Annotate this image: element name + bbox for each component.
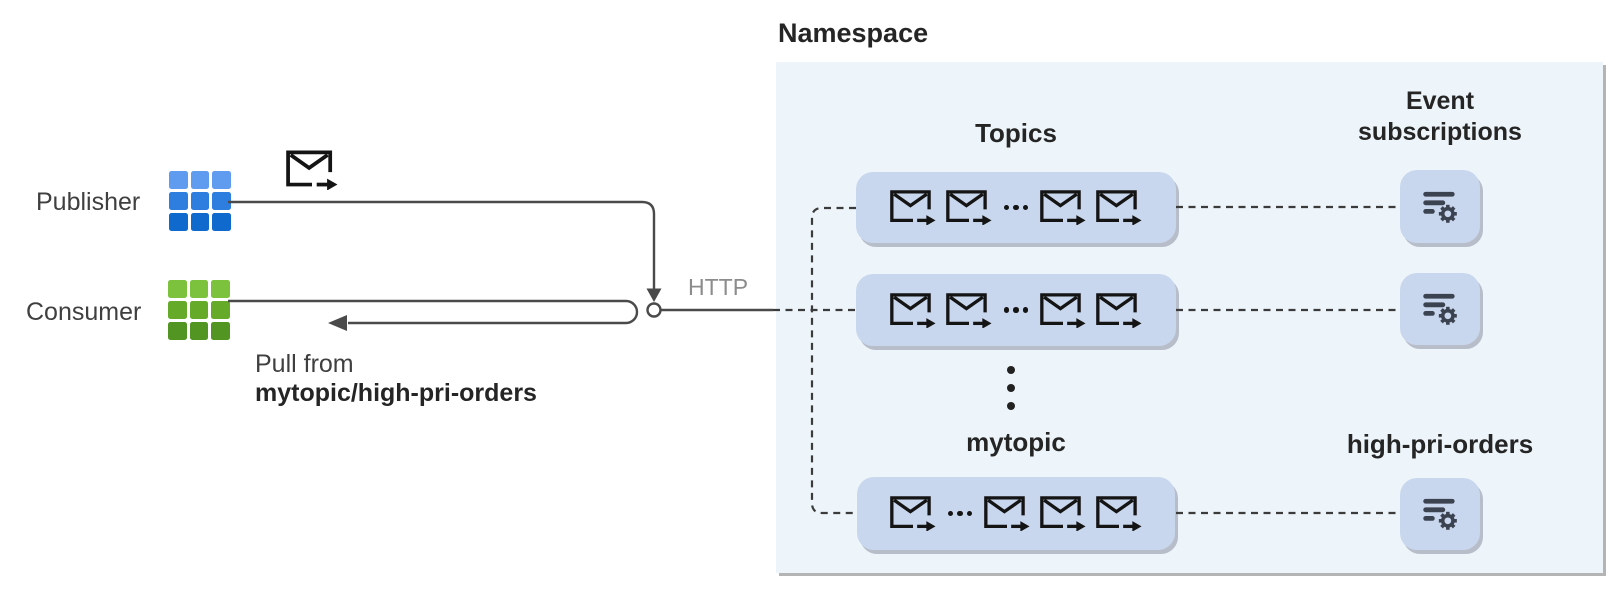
grid-cell [190,213,210,231]
message-envelope-icon [1096,292,1142,328]
http-label: HTTP [688,274,749,300]
publisher-app-icon [169,171,231,231]
message-envelope-icon [945,190,992,225]
grid-cell [189,301,209,319]
grid-cell [211,322,230,340]
arrow-down-icon [646,288,662,302]
grid-cell [212,171,231,189]
grid-cell [168,280,187,298]
more-messages-ellipsis [947,510,973,517]
grid-cell [168,301,187,319]
high-pri-orders-label: high-pri-orders [1346,429,1534,459]
grid-cell [169,192,188,210]
message-envelope-icon [1040,496,1086,531]
topic-row [856,172,1176,243]
event-subscription-filter-gear-icon [1423,498,1457,530]
message-envelope-icon [889,292,936,328]
message-envelope-icon [984,496,1030,531]
grid-cell [189,280,209,298]
message-envelope-icon [1040,190,1086,225]
grid-cell [212,192,231,210]
event-subscription-box-high-pri-orders [1400,478,1480,550]
message-envelope-icon [1096,190,1142,225]
published-message-icon [286,150,338,190]
event-subscription-box [1400,170,1480,243]
grid-cell [169,213,188,231]
consumer-pull-return-line [228,299,639,325]
pull-caption: Pull from [255,350,354,378]
topics-heading: Topics [975,118,1057,148]
topic-row-mytopic [857,477,1175,550]
event-subscription-filter-gear-icon [1423,293,1457,325]
more-messages-ellipsis [1003,307,1029,313]
event-subscription-box [1400,273,1480,345]
publisher-to-gateway-line [228,200,656,289]
message-envelope-icon [945,292,992,328]
gateway-circle [646,302,662,318]
message-envelope-icon [286,150,338,190]
gear-icon [1438,511,1457,530]
event-subscriptions-heading: Event subscriptions [1358,87,1522,146]
grid-cell [168,322,187,340]
mytopic-label: mytopic [966,427,1066,457]
topic-row [856,274,1176,346]
grid-cell [189,322,209,340]
more-messages-ellipsis [1003,204,1029,211]
consumer-label: Consumer [26,298,142,326]
grid-cell [212,213,231,231]
message-envelope-icon [889,496,936,531]
grid-cell [190,171,210,189]
grid-cell [211,301,230,319]
message-envelope-icon [1096,496,1142,531]
consumer-app-icon [168,280,230,340]
grid-cell [190,192,210,210]
arrow-left-icon [328,315,347,331]
pull-caption-path: mytopic/high-pri-orders [255,379,537,407]
more-topics-ellipsis [1007,366,1015,410]
namespace-title: Namespace [778,18,929,48]
publisher-label: Publisher [36,188,141,216]
message-envelope-icon [889,190,936,225]
event-subscription-filter-gear-icon [1423,191,1457,223]
grid-cell [211,280,230,298]
gear-icon [1438,306,1457,325]
message-envelope-icon [1040,292,1086,328]
grid-cell [169,171,188,189]
gear-icon [1438,204,1457,223]
